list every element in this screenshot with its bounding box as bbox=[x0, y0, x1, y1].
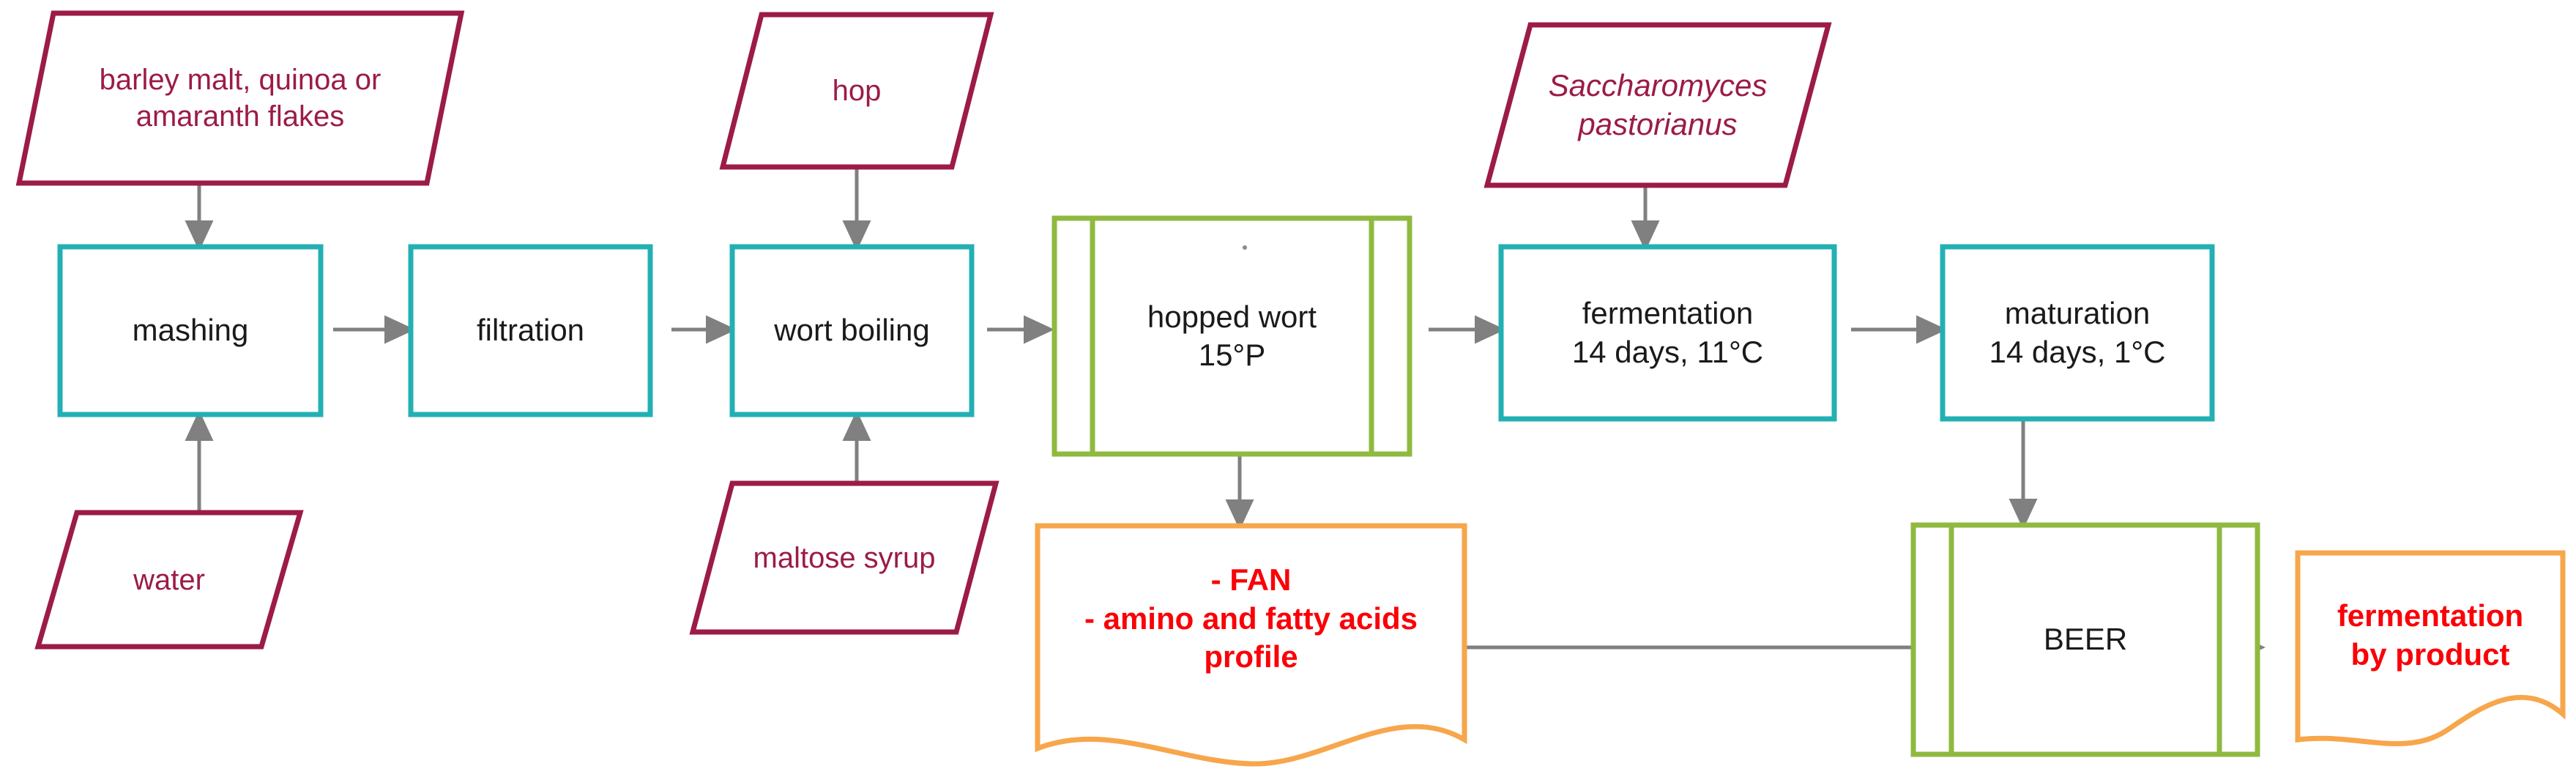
shape-mashing[interactable] bbox=[57, 244, 324, 417]
shape-barley-malt[interactable] bbox=[15, 10, 465, 186]
stray-dot-marker bbox=[1243, 245, 1247, 250]
shape-beer[interactable] bbox=[1910, 522, 2260, 757]
shape-filtration[interactable] bbox=[408, 244, 653, 417]
stored-shapes-group bbox=[1051, 215, 2260, 757]
shape-fermentation-by-product[interactable] bbox=[2295, 550, 2566, 747]
shape-maturation[interactable] bbox=[1940, 244, 2215, 422]
shape-wort-boiling[interactable] bbox=[729, 244, 975, 417]
process-shapes-group bbox=[57, 244, 2215, 422]
document-shapes-group bbox=[1035, 523, 2566, 767]
shape-hop[interactable] bbox=[719, 12, 994, 170]
shape-fermentation[interactable] bbox=[1498, 244, 1837, 422]
shape-water[interactable] bbox=[34, 510, 304, 650]
shape-fan-profile[interactable] bbox=[1035, 523, 1467, 767]
shape-hopped-wort[interactable] bbox=[1051, 215, 1412, 457]
shape-saccharomyces[interactable] bbox=[1484, 22, 1832, 188]
shape-maltose-syrup[interactable] bbox=[689, 480, 999, 635]
input-shapes-group bbox=[15, 10, 1832, 650]
